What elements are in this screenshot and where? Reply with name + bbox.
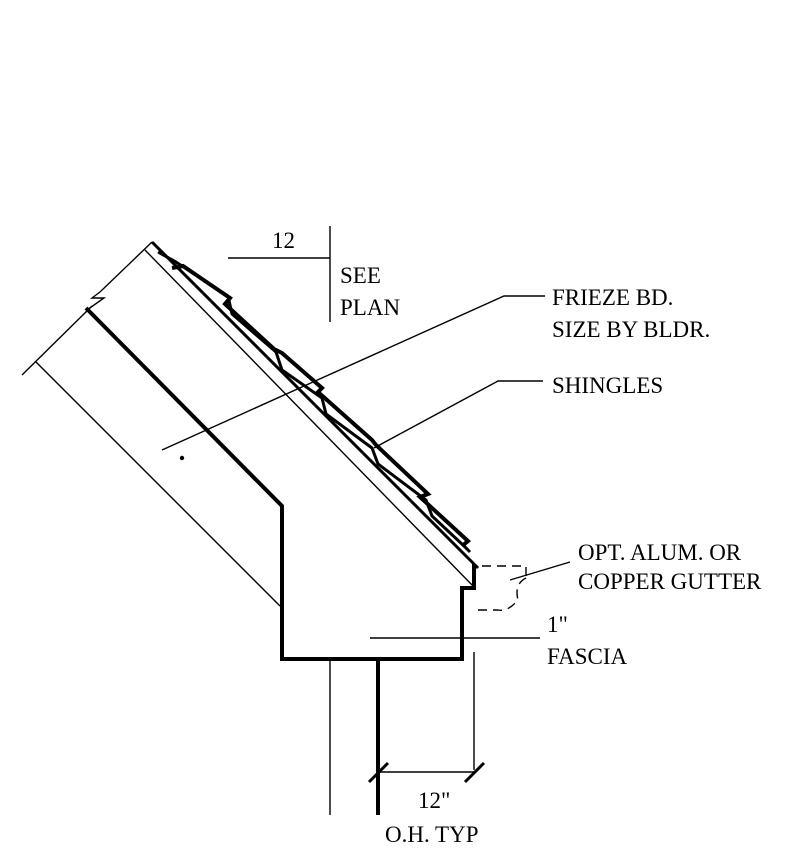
- fascia-label-line1: 1": [547, 612, 568, 637]
- shingles-label: SHINGLES: [552, 373, 663, 398]
- overhang-typ-label: O.H. TYP: [385, 822, 479, 847]
- frieze-label-line1: FRIEZE BD.: [552, 285, 673, 310]
- frieze-fascia-profile: [84, 306, 476, 661]
- wall-lines: [329, 652, 475, 815]
- sheathing-bottom-line: [144, 249, 474, 587]
- rafter-bottom-edge: [35, 361, 281, 607]
- gutter-label-line1: OPT. ALUM. OR: [578, 540, 742, 565]
- roof-sheathing: [86, 240, 480, 587]
- frieze-leader-dot: [179, 455, 185, 461]
- pitch-run-label: 12: [272, 228, 295, 253]
- pitch-rise-label-line2: PLAN: [340, 295, 400, 320]
- gutter-top: [482, 565, 527, 578]
- dimension-tick-right: [463, 761, 486, 784]
- fascia-label-line2: FASCIA: [547, 644, 627, 669]
- gutter-profile: [474, 577, 527, 611]
- sheathing-top-line: [150, 240, 480, 570]
- rafter-cut-line: [21, 305, 93, 376]
- gutter-leader: [509, 561, 571, 581]
- gutter-label-line2: COPPER GUTTER: [578, 569, 762, 594]
- dimension-tick-left: [367, 761, 390, 784]
- pitch-symbol: 12 SEE PLAN: [228, 226, 400, 322]
- shingles-leader: [373, 380, 543, 449]
- overhang-dimension-label: 12": [418, 788, 450, 813]
- shingle-underlayer: [157, 250, 472, 554]
- roof-break-line: [86, 241, 153, 311]
- gutter: [474, 565, 527, 611]
- frieze-label-line2: SIZE BY BLDR.: [552, 317, 710, 342]
- shingles: [157, 250, 472, 554]
- frieze-leader: [161, 295, 545, 451]
- rafter: [21, 305, 476, 661]
- leaders: [161, 295, 571, 639]
- callout-labels: FRIEZE BD. SIZE BY BLDR. SHINGLES OPT. A…: [547, 285, 762, 669]
- overhang-dimension: 12" O.H. TYP: [367, 761, 486, 847]
- pitch-rise-label-line1: SEE: [340, 263, 381, 288]
